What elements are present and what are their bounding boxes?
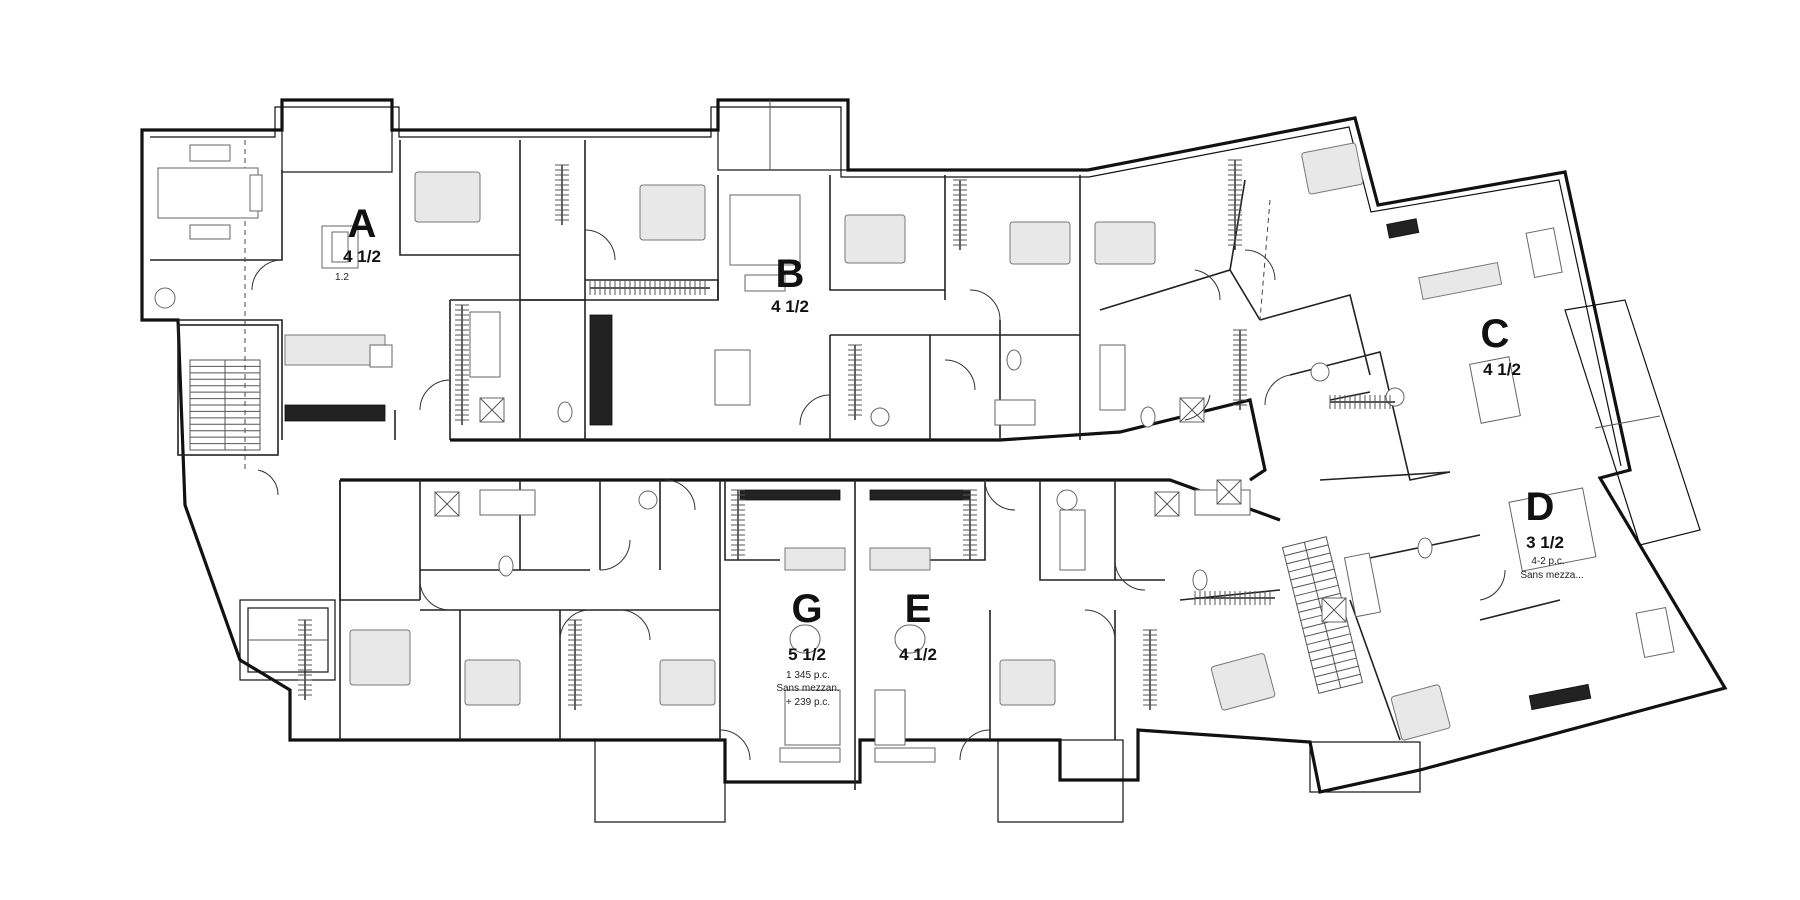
unit-a-letter: A (348, 202, 377, 246)
unit-g-note-3: + 239 p.c. (786, 697, 830, 708)
unit-b-label: B 4 1/2 (771, 252, 809, 316)
unit-d-rooms: 3 1/2 (1526, 533, 1564, 552)
unit-a-note: 1.2 (335, 272, 349, 283)
door-swings (251, 229, 1506, 761)
exterior-walls (140, 98, 1728, 823)
unit-b-rooms: 4 1/2 (771, 297, 809, 316)
unit-c-rooms: 4 1/2 (1483, 360, 1521, 379)
unit-d-label: D 3 1/2 4-2 p.c. Sans mezza... (1520, 485, 1583, 581)
unit-g-note-1: 1 345 p.c. (786, 670, 830, 681)
unit-g-letter: G (791, 587, 822, 631)
unit-c-label: C 4 1/2 (1481, 312, 1521, 379)
unit-d-letter: D (1526, 485, 1555, 529)
unit-a-rooms: 4 1/2 (343, 247, 381, 266)
closets (298, 159, 1395, 710)
unit-g-rooms: 5 1/2 (788, 645, 826, 664)
unit-b-letter: B (776, 252, 805, 296)
stairs (189, 359, 1364, 694)
unit-a-label: A 4 1/2 1.2 (335, 202, 381, 283)
unit-d-note-2: Sans mezza... (1520, 570, 1583, 581)
unit-e-rooms: 4 1/2 (899, 645, 937, 664)
furniture (154, 142, 1675, 763)
unit-c-letter: C (1481, 312, 1510, 356)
unit-g-note-2: Sans mezzan. (776, 683, 839, 694)
unit-e-letter: E (905, 587, 932, 631)
unit-g-label: G 5 1/2 1 345 p.c. Sans mezzan. + 239 p.… (776, 587, 839, 708)
unit-e-label: E 4 1/2 (899, 587, 937, 664)
unit-d-note-1: 4-2 p.c. (1531, 556, 1564, 567)
